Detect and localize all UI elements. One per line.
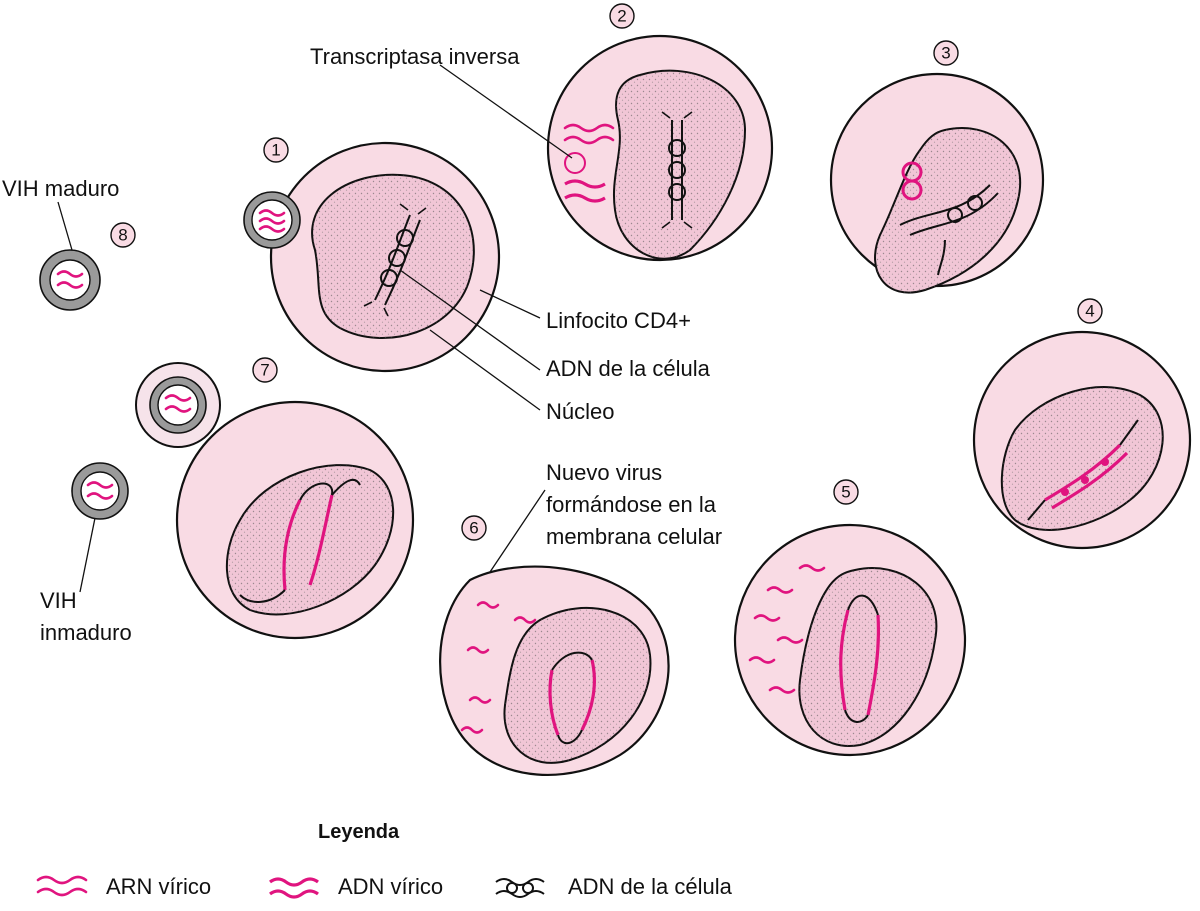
svg-text:8: 8 [118, 226, 127, 245]
step-badge-7: 7 [252, 357, 278, 383]
legend-title: Leyenda [318, 821, 400, 843]
dna-loop [548, 651, 596, 745]
step-badge-8: 8 [110, 222, 136, 248]
stage-3-cell [829, 72, 1045, 294]
label-vih-inmaduro-1: VIH [40, 588, 77, 613]
leader-lines [57, 64, 573, 593]
legend-label-adn-celula: ADN de la célula [568, 874, 733, 899]
step-badge-1: 1 [263, 137, 289, 163]
rna-copies [748, 564, 826, 694]
svg-text:4: 4 [1085, 302, 1094, 321]
label-nuevo-virus-2: formándose en la [546, 492, 717, 517]
step-badge-4: 4 [1077, 298, 1103, 324]
stage-7-cell [135, 362, 415, 640]
reverse-transcription [563, 123, 615, 203]
label-nucleo: Núcleo [546, 399, 614, 424]
stage-1-cell [243, 141, 501, 373]
legend-item-arn: ARN vírico [36, 874, 211, 899]
label-transcriptasa: Transcriptasa inversa [310, 44, 520, 69]
dna-loop [839, 594, 881, 723]
label-vih-inmaduro-2: inmaduro [40, 620, 132, 645]
attaching-virus [243, 191, 301, 249]
step-badge-5: 5 [833, 479, 859, 505]
svg-text:1: 1 [271, 141, 280, 160]
stage-4-cell [972, 330, 1192, 550]
legend-item-adn-virico: ADN vírico [269, 874, 443, 899]
step-badge-2: 2 [609, 3, 635, 29]
integrated-dna [1027, 419, 1139, 521]
viral-dna-integrating [899, 161, 999, 276]
new-rna [460, 601, 537, 734]
dna-loop [239, 478, 361, 603]
label-vih-maduro: VIH maduro [2, 176, 119, 201]
legend-label-arn: ARN vírico [106, 874, 211, 899]
step-badge-3: 3 [933, 40, 959, 66]
step-badges: 1 2 3 4 5 6 7 8 [110, 3, 1103, 541]
budding-virus [135, 362, 221, 448]
svg-text:7: 7 [260, 361, 269, 380]
svg-text:5: 5 [841, 483, 850, 502]
legend-label-adn-virico: ADN vírico [338, 874, 443, 899]
legend: Leyenda ARN vírico ADN vírico ADN de la … [36, 821, 733, 899]
label-adn-celula: ADN de la célula [546, 356, 711, 381]
legend-item-adn-celula: ADN de la célula [495, 874, 733, 899]
label-nuevo-virus-1: Nuevo virus [546, 460, 662, 485]
svg-text:6: 6 [469, 519, 478, 538]
label-nuevo-virus-3: membrana celular [546, 524, 722, 549]
cell-dna-strand [661, 111, 693, 229]
mature-hiv [39, 249, 101, 311]
label-linfocito: Linfocito CD4+ [546, 308, 691, 333]
svg-text:2: 2 [617, 7, 626, 26]
labels: Transcriptasa inversa VIH maduro Linfoci… [2, 44, 722, 645]
step-badge-6: 6 [461, 515, 487, 541]
cell-dna-strand [363, 203, 427, 317]
stage-2-cell [546, 34, 774, 262]
stage-6-cell [439, 565, 670, 777]
stage-5-cell [733, 523, 967, 757]
immature-hiv [71, 462, 129, 520]
svg-text:3: 3 [941, 44, 950, 63]
